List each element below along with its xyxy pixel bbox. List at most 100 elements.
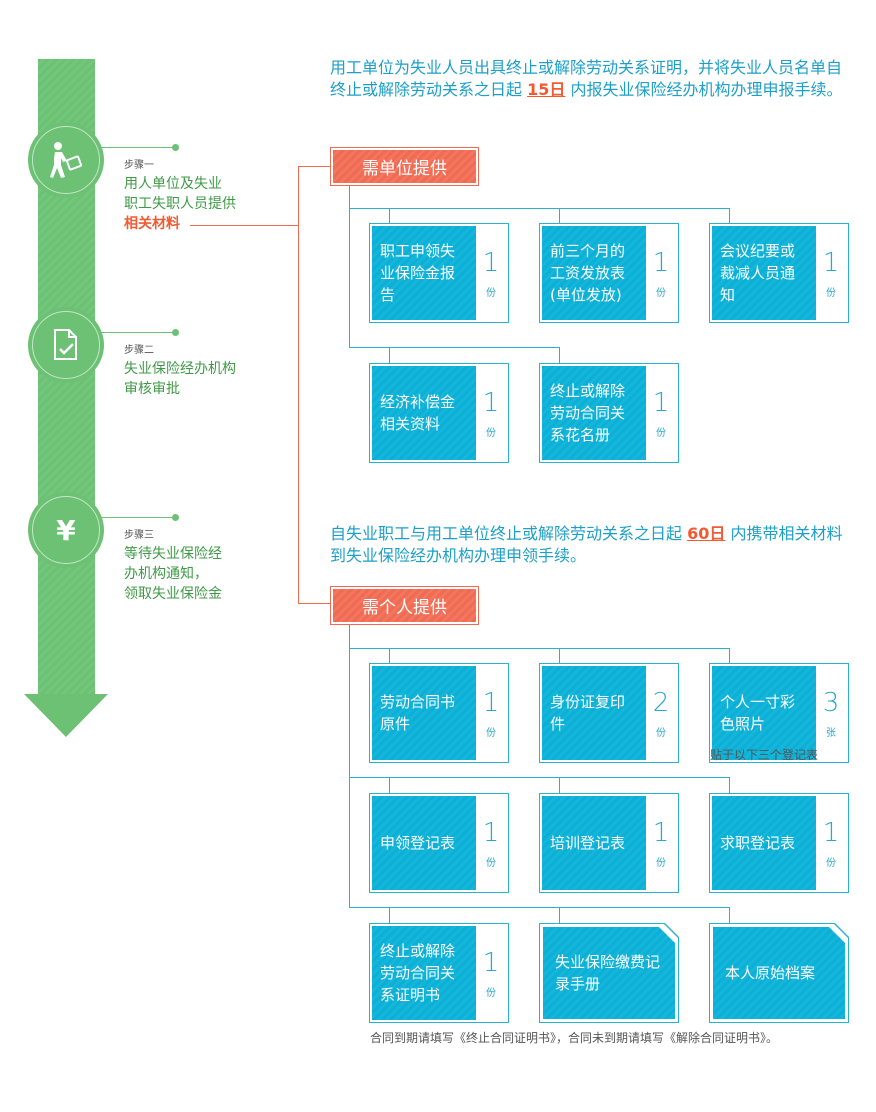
quantity-unit: 份 <box>826 287 836 299</box>
step-one-label: 步骤一 <box>124 160 154 171</box>
tree-line <box>349 347 560 348</box>
tree-line <box>389 208 390 223</box>
step-connector-line <box>100 332 176 333</box>
material-name: 失业保险缴费记录手册 <box>543 927 675 1019</box>
tree-line <box>729 208 730 223</box>
step-text-line: 职工失职人员提供 <box>124 196 236 212</box>
quantity-number: 1 <box>482 817 500 848</box>
connector-line <box>298 603 330 604</box>
quantity-number: 1 <box>482 687 500 718</box>
tree-line <box>729 777 730 793</box>
material-name: 终止或解除劳动合同关系证明书 <box>372 926 476 1020</box>
material-name: 终止或解除劳动合同关系花名册 <box>542 366 646 460</box>
step-two-circle <box>28 307 104 383</box>
tree-line <box>559 907 560 923</box>
section2-intro: 自失业职工与用工单位终止或解除劳动关系之日起 60日 内携带相关材料到失业保险经… <box>330 524 843 565</box>
tree-line <box>349 625 350 908</box>
material-name: 本人原始档案 <box>713 927 845 1019</box>
quantity-number: 1 <box>482 387 500 418</box>
tree-line <box>389 777 390 793</box>
quantity-unit: 份 <box>486 427 496 439</box>
step-connector-line <box>100 147 176 148</box>
step-text-line: 用人单位及失业 <box>124 176 222 192</box>
step-three-circle: ¥ <box>28 492 104 568</box>
tree-line <box>729 648 730 663</box>
quantity-number: 3 <box>822 687 840 718</box>
step-one-text: 用人单位及失业职工失职人员提供相关材料 <box>124 174 236 234</box>
tree-line <box>559 648 560 663</box>
quantity-number: 1 <box>482 947 500 978</box>
tree-line <box>349 777 730 778</box>
step-three-text: 等待失业保险经办机构通知，领取失业保险金 <box>124 544 222 604</box>
tree-line <box>389 648 390 663</box>
quantity-unit: 张 <box>826 727 836 739</box>
quantity-number: 1 <box>482 247 500 278</box>
quantity-unit: 份 <box>826 857 836 869</box>
quantity-unit: 份 <box>656 727 666 739</box>
step-text-line: 办机构通知， <box>124 566 208 582</box>
tree-line <box>559 208 560 223</box>
material-name: 劳动合同书原件 <box>372 666 476 760</box>
step-connector-dot <box>172 144 179 151</box>
quantity-number: 1 <box>652 817 670 848</box>
step-text-line: 等待失业保险经 <box>124 546 222 562</box>
material-card: 本人原始档案 <box>709 923 849 1023</box>
material-card: 失业保险缴费记录手册 <box>539 923 679 1023</box>
walking-person-luggage-icon <box>32 126 100 194</box>
material-name: 身份证复印件 <box>542 666 646 760</box>
quantity-unit: 份 <box>486 287 496 299</box>
yuan-icon: ¥ <box>32 496 100 564</box>
material-name: 申领登记表 <box>372 796 476 890</box>
tree-line <box>349 907 730 908</box>
material-name: 会议纪要或裁减人员通知 <box>712 226 816 320</box>
connector-line <box>298 166 330 167</box>
tree-line <box>349 186 350 348</box>
quantity-unit: 份 <box>486 857 496 869</box>
quantity-unit: 份 <box>486 727 496 739</box>
quantity-unit: 份 <box>656 287 666 299</box>
timeline-arrow <box>24 694 108 737</box>
material-name: 个人一寸彩色照片 <box>712 666 816 760</box>
material-name: 经济补偿金相关资料 <box>372 366 476 460</box>
step-two-text: 失业保险经办机构审核审批 <box>124 359 236 399</box>
step-connector-dot <box>172 329 179 336</box>
quantity-number: 1 <box>652 387 670 418</box>
step-two-label: 步骤二 <box>124 345 154 356</box>
quantity-number: 1 <box>822 247 840 278</box>
tree-line <box>559 777 560 793</box>
step-highlight: 相关材料 <box>124 216 180 232</box>
material-name: 培训登记表 <box>542 796 646 890</box>
step-one-circle <box>28 122 104 198</box>
quantity-unit: 份 <box>656 427 666 439</box>
individual-provide-header: 需个人提供 <box>330 586 479 625</box>
tree-line <box>349 208 730 209</box>
material-name: 职工申领失业保险金报告 <box>372 226 476 320</box>
step-connector-dot <box>172 514 179 521</box>
section1-intro: 用工单位为失业人员出具终止或解除劳动关系证明，并将失业人员名单自终止或解除劳动关… <box>330 58 843 99</box>
quantity-number: 1 <box>822 817 840 848</box>
connector-line <box>190 225 298 226</box>
tree-line <box>559 347 560 363</box>
footer-note: 合同到期请填写《终止合同证明书》，合同未到期请填写《解除合同证明书》。 <box>370 1031 779 1045</box>
tree-line <box>389 907 390 923</box>
